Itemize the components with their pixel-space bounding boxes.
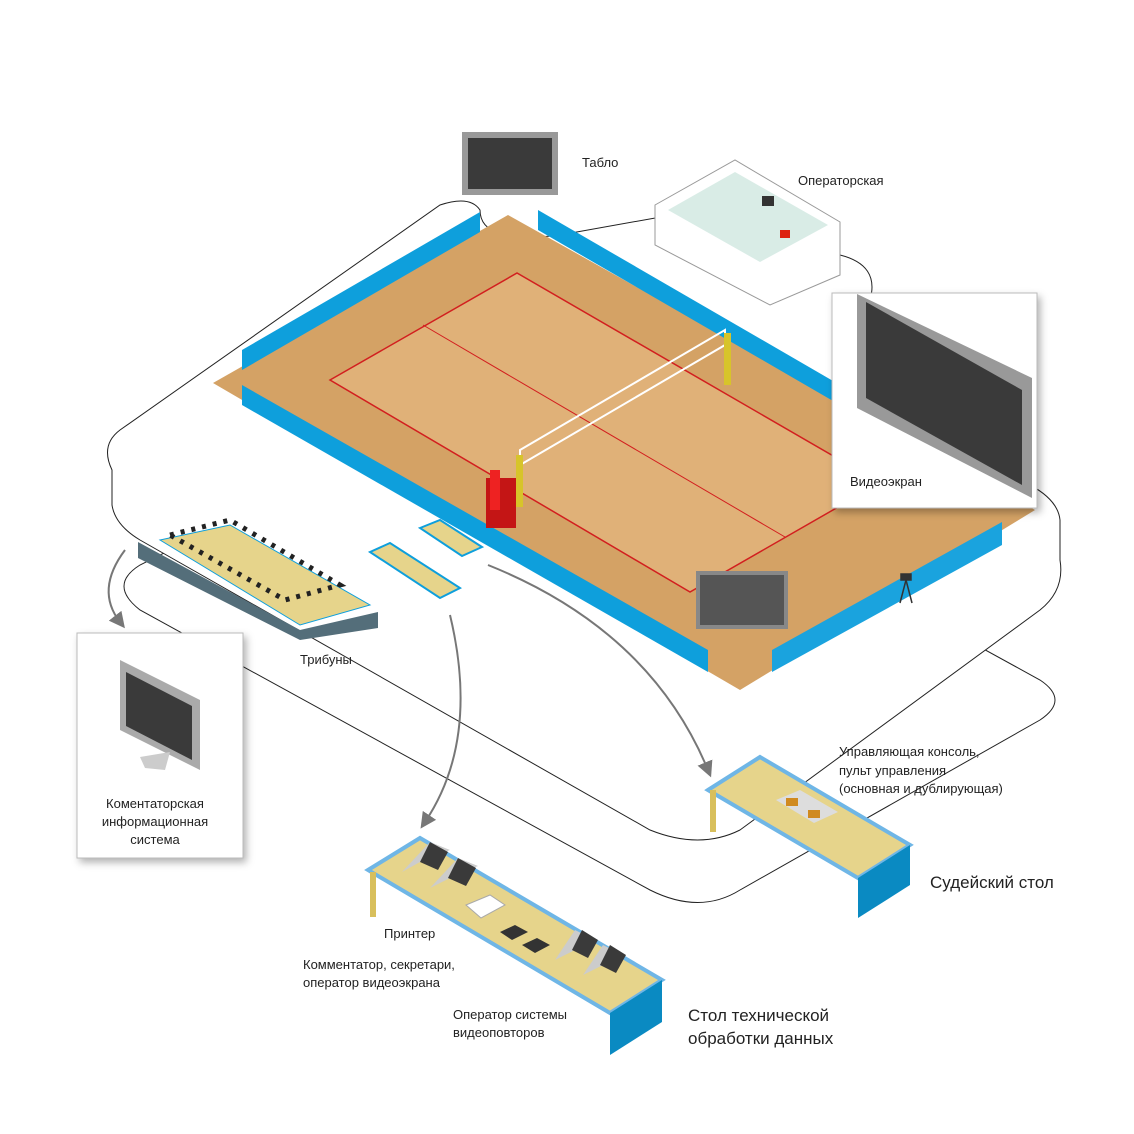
- barrier-top: [538, 210, 840, 405]
- commentator-system-label-2: информационная: [102, 814, 208, 829]
- scoreboard: Табло: [462, 132, 618, 195]
- barrier-left: [242, 212, 480, 370]
- operator-room: Операторская: [654, 159, 884, 306]
- camera-tripod-icon: [899, 573, 913, 604]
- replay-operator-label-2: видеоповторов: [453, 1025, 545, 1040]
- console-label-2: пульт управления: [839, 763, 946, 778]
- callout-arrows: [107, 549, 713, 829]
- video-screen-label: Видеоэкран: [850, 474, 922, 489]
- barrier-bottom-right: [772, 522, 1002, 672]
- court-side-desks: [367, 518, 485, 600]
- laptop-icon: [430, 858, 478, 888]
- replay-operator-label-1: Оператор системы: [453, 1007, 567, 1022]
- stands: Трибуны: [138, 517, 378, 667]
- volleyball-net: [516, 328, 731, 507]
- referee-stand: [486, 470, 516, 528]
- commentator-system-callout: Коментаторская информационная система: [76, 632, 244, 859]
- operator-room-label: Операторская: [798, 173, 884, 188]
- laptop-icon: [402, 842, 450, 872]
- scoreboard-label: Табло: [582, 155, 618, 170]
- barrier-bottom-left: [242, 385, 708, 672]
- data-table-label-2: обработки данных: [688, 1029, 834, 1048]
- printer-label: Принтер: [384, 926, 435, 941]
- tablet-icon: [500, 925, 550, 953]
- referee-table-label: Судейский стол: [930, 873, 1054, 892]
- data-table-label-1: Стол технической: [688, 1006, 829, 1025]
- center-line: [422, 324, 786, 538]
- laptop-icon: [583, 945, 626, 975]
- video-screen-callout: Видеоэкран: [831, 292, 1038, 509]
- printer-icon: [465, 894, 506, 919]
- data-processing-table: Принтер Комментатор, секретари, оператор…: [303, 835, 834, 1055]
- commentator-system-label-1: Коментаторская: [106, 796, 204, 811]
- commentator-staff-label-2: оператор видеоэкрана: [303, 975, 441, 990]
- console-label-1: Управляющая консоль,: [839, 744, 980, 759]
- commentator-staff-label-1: Комментатор, секретари,: [303, 957, 455, 972]
- court-monitor: [696, 571, 788, 629]
- console-label-3: (основная и дублирующая): [839, 781, 1003, 796]
- laptop-icon: [555, 930, 598, 960]
- referee-table: Управляющая консоль, пульт управления (о…: [704, 744, 1054, 918]
- commentator-system-label-3: система: [130, 832, 180, 847]
- stands-label: Трибуны: [300, 652, 352, 667]
- volleyball-court: [213, 210, 1035, 690]
